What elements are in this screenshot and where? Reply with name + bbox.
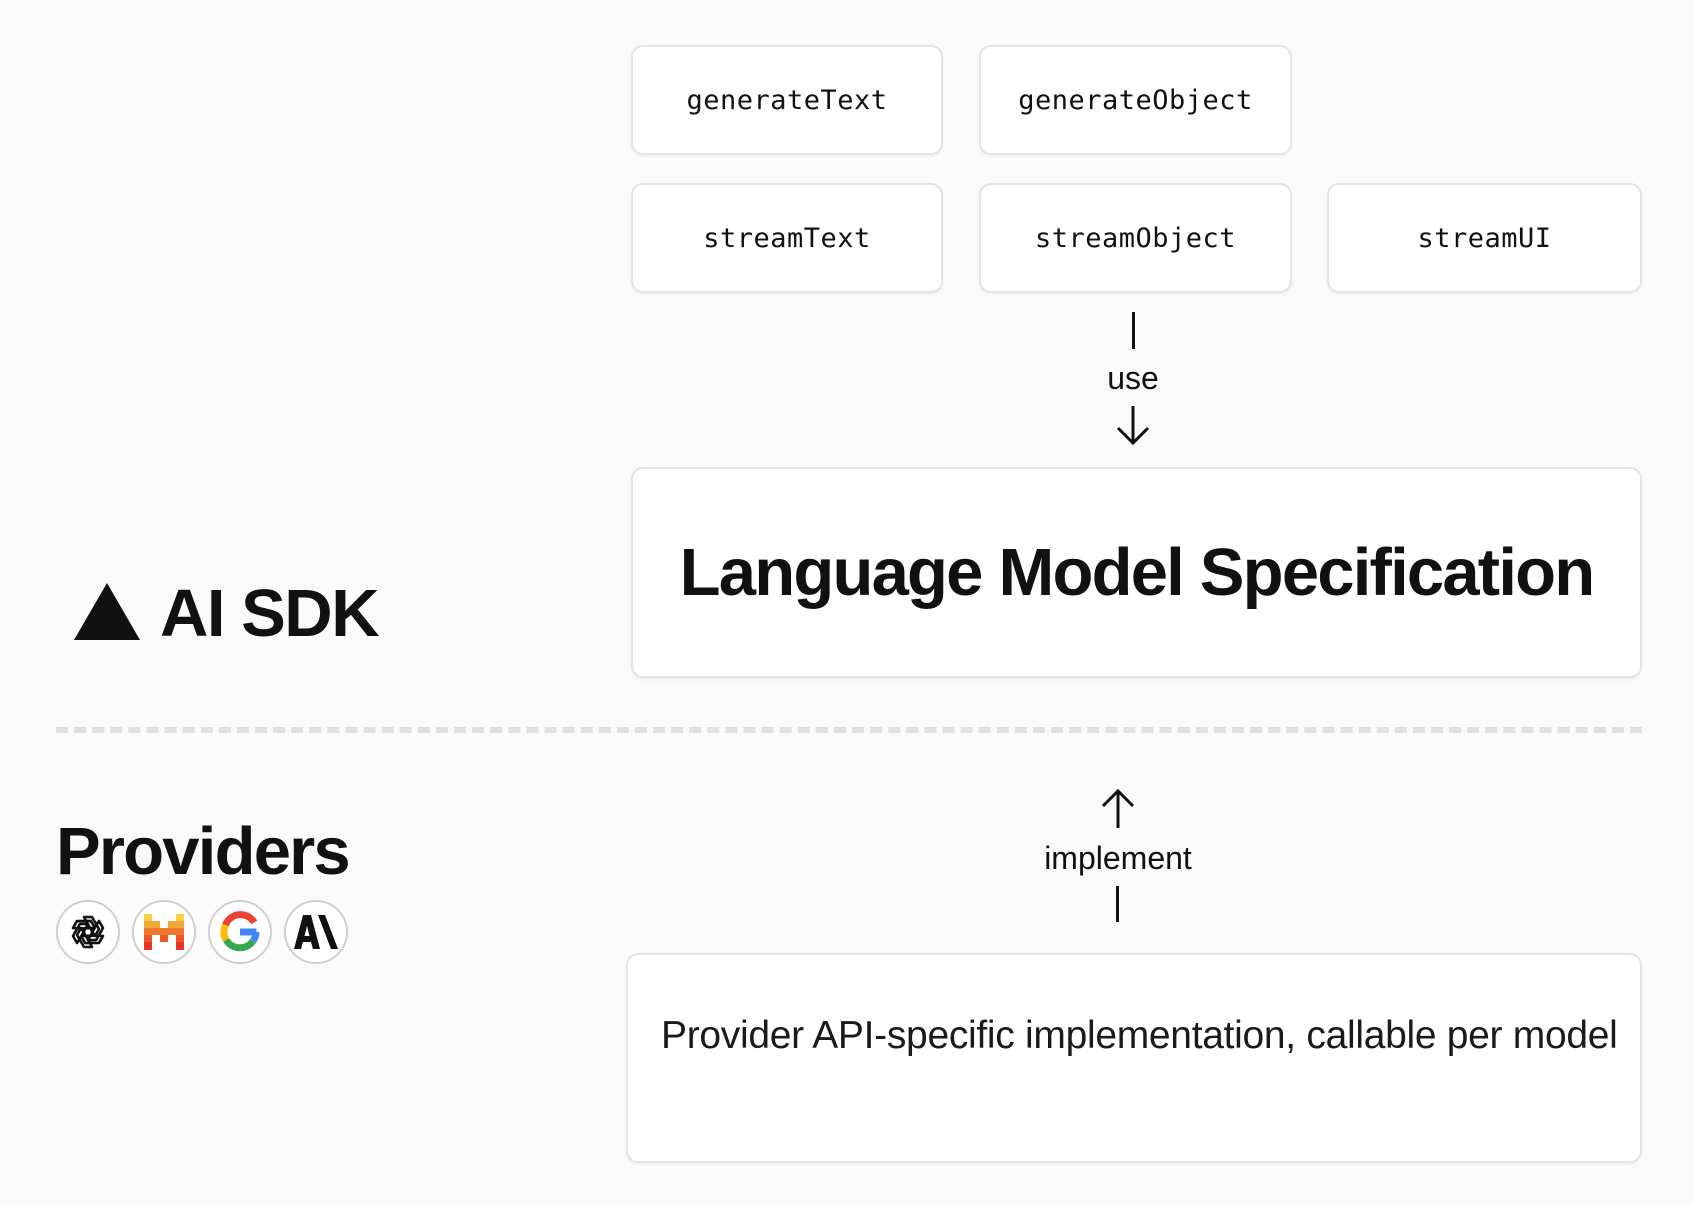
function-stream-object: streamObject: [979, 183, 1292, 293]
anthropic-icon: [284, 900, 348, 964]
providers-title: Providers: [56, 814, 351, 889]
function-stream-text: streamText: [631, 183, 943, 293]
implement-connector-line: [1116, 886, 1119, 922]
google-icon: [208, 900, 272, 964]
sdk-name: AI SDK: [160, 576, 380, 651]
function-generate-text: generateText: [631, 45, 943, 155]
spec-title: Language Model Specification: [679, 535, 1596, 610]
arrow-up-icon: [1101, 788, 1135, 828]
provider-implementation-box: Provider API-specific implementation, ca…: [626, 953, 1642, 1163]
mistral-icon: [132, 900, 196, 964]
language-model-specification-box: Language Model Specification: [631, 467, 1642, 678]
layer-divider: [56, 727, 1642, 733]
implement-label: implement: [1044, 840, 1192, 876]
function-generate-object: generateObject: [979, 45, 1292, 155]
openai-icon: [56, 900, 120, 964]
use-connector-line: [1132, 312, 1135, 349]
implementation-text: Provider API-specific implementation, ca…: [661, 1014, 1618, 1057]
triangle-icon: [74, 583, 140, 640]
arrow-down-icon: [1116, 406, 1150, 446]
use-label: use: [1107, 360, 1159, 396]
function-stream-ui: streamUI: [1327, 183, 1642, 293]
